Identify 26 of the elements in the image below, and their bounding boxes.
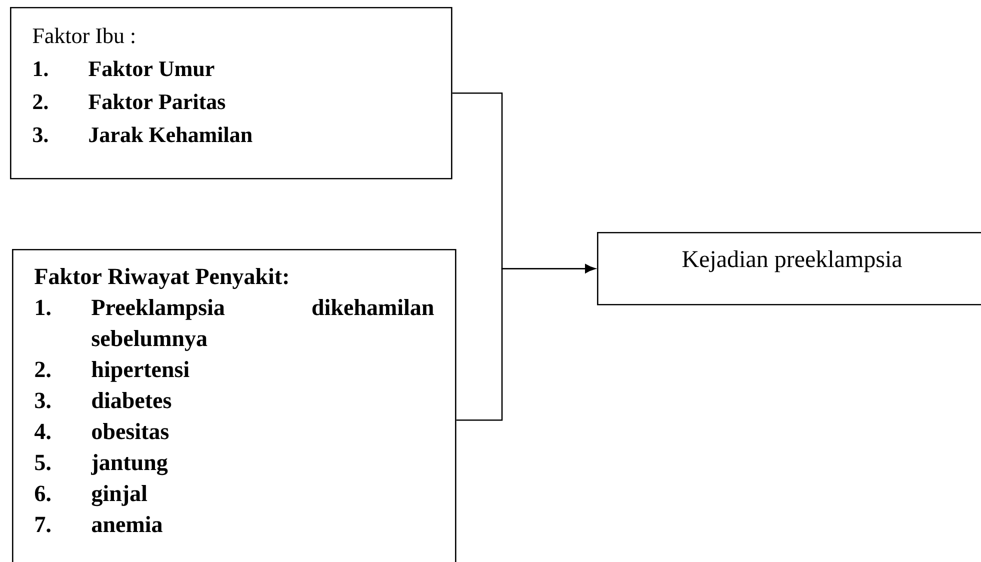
list-item: jantung (91, 454, 168, 476)
list-number: 6. (34, 486, 50, 502)
list-item: Jarak Kehamilan (89, 126, 252, 142)
box-heading: Faktor Riwayat Penyakit: (34, 268, 288, 289)
list-number: 5. (35, 454, 50, 470)
list-item: anemia (92, 516, 162, 532)
list-number: 2. (35, 362, 50, 378)
list-number: 3. (35, 392, 50, 408)
box-text: Kejadian preeklampsia (682, 250, 902, 272)
list-item: Faktor Umur (88, 60, 214, 76)
list-number: 2. (33, 94, 48, 110)
process-box (12, 249, 456, 562)
process-box (597, 232, 981, 306)
list-number: 3. (33, 127, 48, 142)
arrow (456, 264, 596, 421)
list-item: Faktor Paritas (88, 94, 226, 110)
list-number: 7. (36, 516, 50, 532)
list-number: 1. (34, 61, 48, 76)
list-item: diabetes (92, 392, 172, 408)
process-box (10, 7, 452, 180)
list-item: hipertensi (92, 361, 190, 382)
list-item: obesitas (92, 423, 169, 440)
list-number: 1. (36, 300, 50, 316)
list-number: 4. (34, 424, 50, 440)
box-heading: Faktor Ibu : (32, 28, 134, 44)
list-item: ginjal (92, 485, 148, 506)
